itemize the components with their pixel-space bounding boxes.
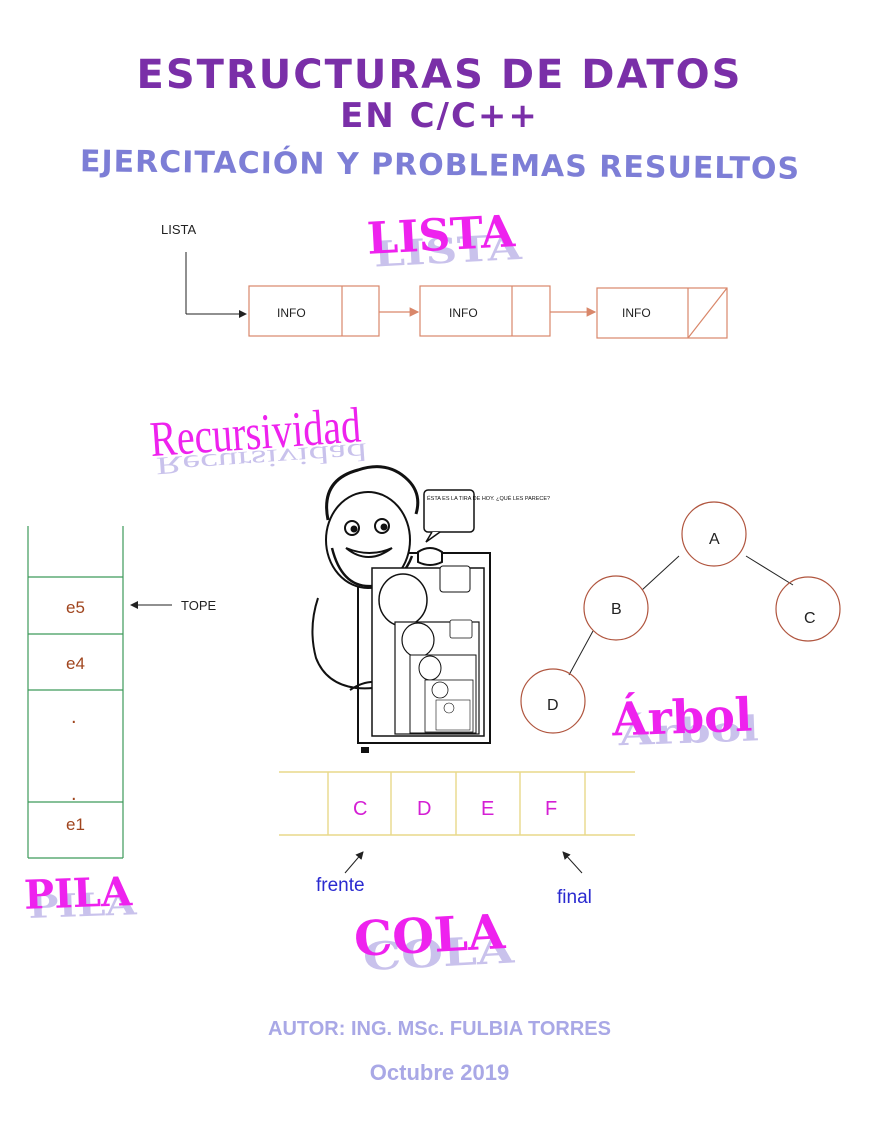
- queue-cell-e: E: [481, 798, 494, 820]
- cola-heading: COLA COLA: [352, 904, 515, 980]
- list-head-pointer: [185, 252, 247, 318]
- arbol-heading-text: Árbol: [611, 687, 754, 747]
- queue-cell-c: C: [353, 798, 367, 820]
- tree-node-b: [583, 575, 649, 641]
- recursive-comic-illustration: [311, 465, 491, 753]
- tree-node-d-label: D: [547, 697, 559, 714]
- stack: e5 e4 . . e1: [27, 526, 124, 859]
- date-line: Octubre 2019: [369, 1060, 510, 1085]
- stack-cell-dot2: .: [71, 783, 77, 805]
- pila-heading: PILA PILA: [23, 868, 137, 926]
- frente-label: frente: [316, 875, 365, 896]
- list-node-2: INFO: [419, 285, 551, 337]
- tree-node-d: [520, 668, 586, 734]
- arbol-heading: Árbol Árbol: [611, 687, 759, 754]
- null-pointer-slash: [687, 287, 728, 339]
- stack-cell-e4: e4: [66, 654, 85, 673]
- author-line: AUTOR: ING. MSc. FULBIA TORRES: [268, 1018, 611, 1040]
- list-node-2-info: INFO: [449, 306, 478, 320]
- tree-node-a: [681, 501, 747, 567]
- list-node-3: INFO: [596, 287, 728, 339]
- cola-heading-text: COLA: [352, 904, 507, 968]
- stack-cell-e1: e1: [66, 815, 85, 834]
- queue-cell-d: D: [417, 798, 431, 820]
- stack-cell-e5: e5: [66, 598, 85, 617]
- tope-label: TOPE: [181, 598, 216, 613]
- main-title: ESTRUCTURAS DE DATOS: [136, 52, 743, 98]
- tree: A B C D: [520, 501, 841, 734]
- pila-heading-text: PILA: [23, 868, 133, 919]
- tree-node-a-label: A: [709, 531, 720, 548]
- list-pointer-label: LISTA: [161, 222, 197, 237]
- queue-cell-f: F: [545, 798, 557, 820]
- tree-node-c: [775, 576, 841, 642]
- comic-bubble-text: ÉSTA ES LA TIRA DE HOY. ¿QUÉ LES PARECE?: [427, 495, 550, 502]
- main-title-line2: EN C/C++: [340, 96, 539, 136]
- list-node-3-info: INFO: [622, 306, 651, 320]
- list-node-1-info: INFO: [277, 306, 306, 320]
- queue: C D E F: [279, 771, 635, 836]
- final-arrow: [562, 851, 583, 874]
- list-node-1: INFO: [248, 285, 380, 337]
- frente-arrow: [344, 851, 364, 874]
- stack-cell-dot1: .: [71, 706, 77, 728]
- final-label: final: [557, 887, 592, 908]
- tree-node-c-label: C: [804, 610, 816, 627]
- tree-node-b-label: B: [611, 601, 622, 618]
